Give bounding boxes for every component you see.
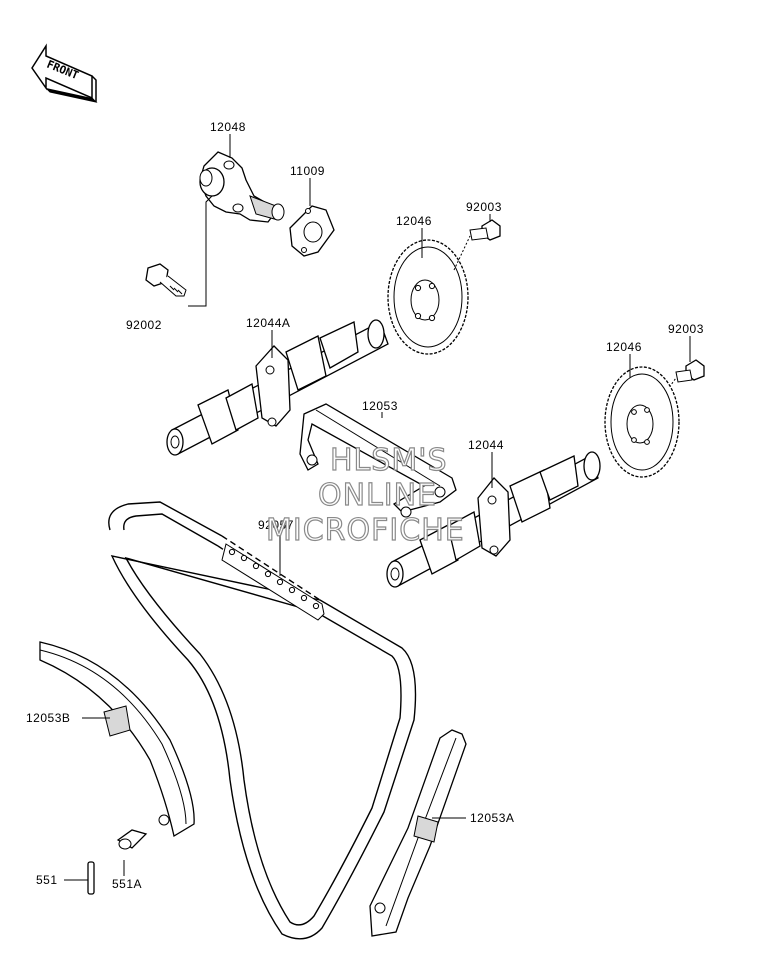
leader-lines	[64, 134, 691, 881]
watermark-line-2: ONLINE	[318, 478, 437, 513]
label-12044: 12044	[468, 438, 504, 452]
cam-chain-92057	[108, 501, 417, 940]
bolt-92002	[145, 195, 213, 307]
chain-link-sample	[221, 543, 325, 621]
label-12053B: 12053B	[26, 711, 70, 725]
label-11009: 11009	[290, 164, 325, 178]
label-12046-upper: 12046	[396, 214, 432, 228]
watermark: HLSM'S ONLINE MICROFICHE	[265, 442, 465, 548]
label-551A: 551A	[112, 877, 142, 891]
sprocket-12046-upper	[387, 239, 469, 355]
label-12053: 12053	[362, 399, 398, 413]
label-92002: 92002	[126, 318, 162, 332]
label-12053A: 12053A	[470, 811, 514, 825]
label-12046-lower: 12046	[606, 340, 642, 354]
chain-guide-12053	[299, 403, 457, 518]
camshaft-12044	[386, 451, 601, 588]
label-551: 551	[36, 873, 58, 887]
pin-551	[87, 861, 95, 895]
chain-guide-12053B	[39, 641, 195, 838]
chain-guide-12053A	[369, 729, 467, 937]
dowel-pin-551A	[116, 829, 148, 850]
bolt-92003-upper	[453, 219, 501, 271]
tensioner-12048	[199, 151, 285, 223]
label-12048: 12048	[210, 120, 246, 134]
label-12044A: 12044A	[246, 316, 290, 330]
gasket-11009	[289, 205, 335, 257]
watermark-line-3: MICROFICHE	[266, 513, 465, 548]
label-92003-upper: 92003	[466, 200, 502, 214]
label-92057: 92057	[258, 518, 294, 532]
camshaft-12044A	[166, 319, 389, 456]
front-arrow-indicator: FRONT	[31, 43, 98, 103]
watermark-line-1: HLSM'S	[330, 443, 448, 478]
label-92003-lower: 92003	[668, 322, 704, 336]
part-labels: 12048 11009 92002 12046 92003 12044A 120…	[26, 120, 704, 891]
sprocket-12046-lower	[604, 366, 680, 478]
bolt-92003-lower	[659, 359, 705, 401]
